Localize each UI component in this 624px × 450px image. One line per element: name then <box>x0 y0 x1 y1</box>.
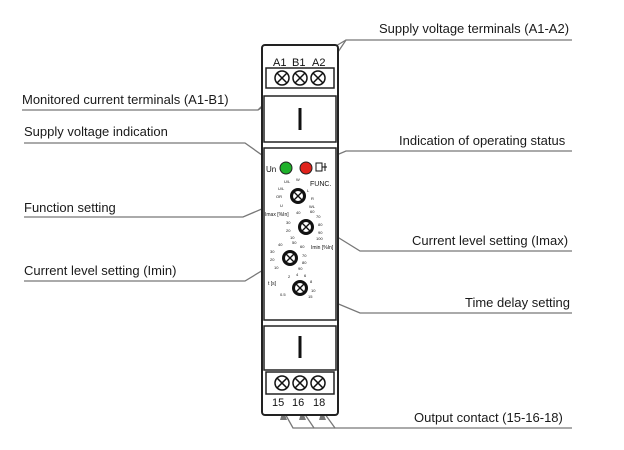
svg-text:60: 60 <box>300 244 305 249</box>
terminal-label-16: 16 <box>292 397 304 409</box>
func-label: FUNC. <box>310 181 331 188</box>
svg-text:U: U <box>280 203 283 208</box>
terminal-label-18: 18 <box>313 397 325 409</box>
label-function-setting: Function setting <box>24 200 116 215</box>
label-current-level-imax: Current level setting (Imax) <box>412 233 569 248</box>
terminal-label-b1: B1 <box>292 57 305 69</box>
svg-text:70: 70 <box>316 214 321 219</box>
leds: Un <box>266 161 327 175</box>
svg-text:20: 20 <box>286 228 291 233</box>
svg-text:30: 30 <box>270 249 275 254</box>
svg-text:80: 80 <box>302 260 307 265</box>
label-monitored-current-terminals: Monitored current terminals (A1-B1) <box>22 92 229 107</box>
svg-text:U/L: U/L <box>284 179 291 184</box>
imax-label: Imax [%In] <box>265 212 289 218</box>
svg-text:60: 60 <box>310 209 315 214</box>
svg-text:90: 90 <box>298 266 303 271</box>
t-label: t [s] <box>268 281 277 287</box>
svg-text:8: 8 <box>310 279 313 284</box>
svg-text:L: L <box>307 188 310 193</box>
leader-opstatus <box>312 150 572 166</box>
svg-text:40: 40 <box>278 242 283 247</box>
svg-text:2: 2 <box>288 274 291 279</box>
svg-text:10: 10 <box>311 288 316 293</box>
led-un-label: Un <box>266 165 276 174</box>
svg-text:80: 80 <box>318 222 323 227</box>
svg-text:50: 50 <box>292 240 297 245</box>
svg-text:W: W <box>296 177 300 182</box>
svg-text:15: 15 <box>308 294 313 299</box>
svg-text:OR: OR <box>276 194 282 199</box>
top-screw-terminals <box>274 70 326 86</box>
svg-text:U/L: U/L <box>278 186 285 191</box>
terminal-label-15: 15 <box>272 397 284 409</box>
label-current-level-imin: Current level setting (Imin) <box>24 263 177 278</box>
label-supply-voltage-indication: Supply voltage indication <box>24 124 168 139</box>
svg-text:10: 10 <box>274 265 279 270</box>
svg-text:0.5: 0.5 <box>280 292 286 297</box>
leader-supply-a2 <box>321 39 572 77</box>
svg-text:30: 30 <box>286 220 291 225</box>
leader-svind <box>24 142 284 171</box>
terminal-label-a2: A2 <box>312 57 325 69</box>
label-supply-voltage-terminals: Supply voltage terminals (A1-A2) <box>379 21 570 36</box>
svg-text:10: 10 <box>290 235 295 240</box>
label-time-delay-setting: Time delay setting <box>465 295 571 310</box>
svg-text:100: 100 <box>316 236 323 241</box>
svg-text:R: R <box>311 196 314 201</box>
led-status-indicator <box>299 161 313 175</box>
svg-text:20: 20 <box>270 257 275 262</box>
svg-text:70: 70 <box>302 253 307 258</box>
svg-text:4: 4 <box>296 272 299 277</box>
svg-text:6: 6 <box>304 273 307 278</box>
svg-text:40: 40 <box>296 210 301 215</box>
bottom-screw-terminals <box>274 375 326 391</box>
svg-text:90: 90 <box>318 230 323 235</box>
imin-label: Imin [%In] <box>311 245 334 251</box>
function-knob: FUNC. U/L W U/L OR U LR WL <box>276 177 331 209</box>
terminal-label-a1: A1 <box>273 57 286 69</box>
led-un-indicator <box>279 161 293 175</box>
svg-text:WL: WL <box>309 204 316 209</box>
relay-symbol-icon <box>315 162 327 172</box>
label-operating-status: Indication of operating status <box>399 133 566 148</box>
label-output-contact: Output contact (15-16-18) <box>414 410 563 425</box>
